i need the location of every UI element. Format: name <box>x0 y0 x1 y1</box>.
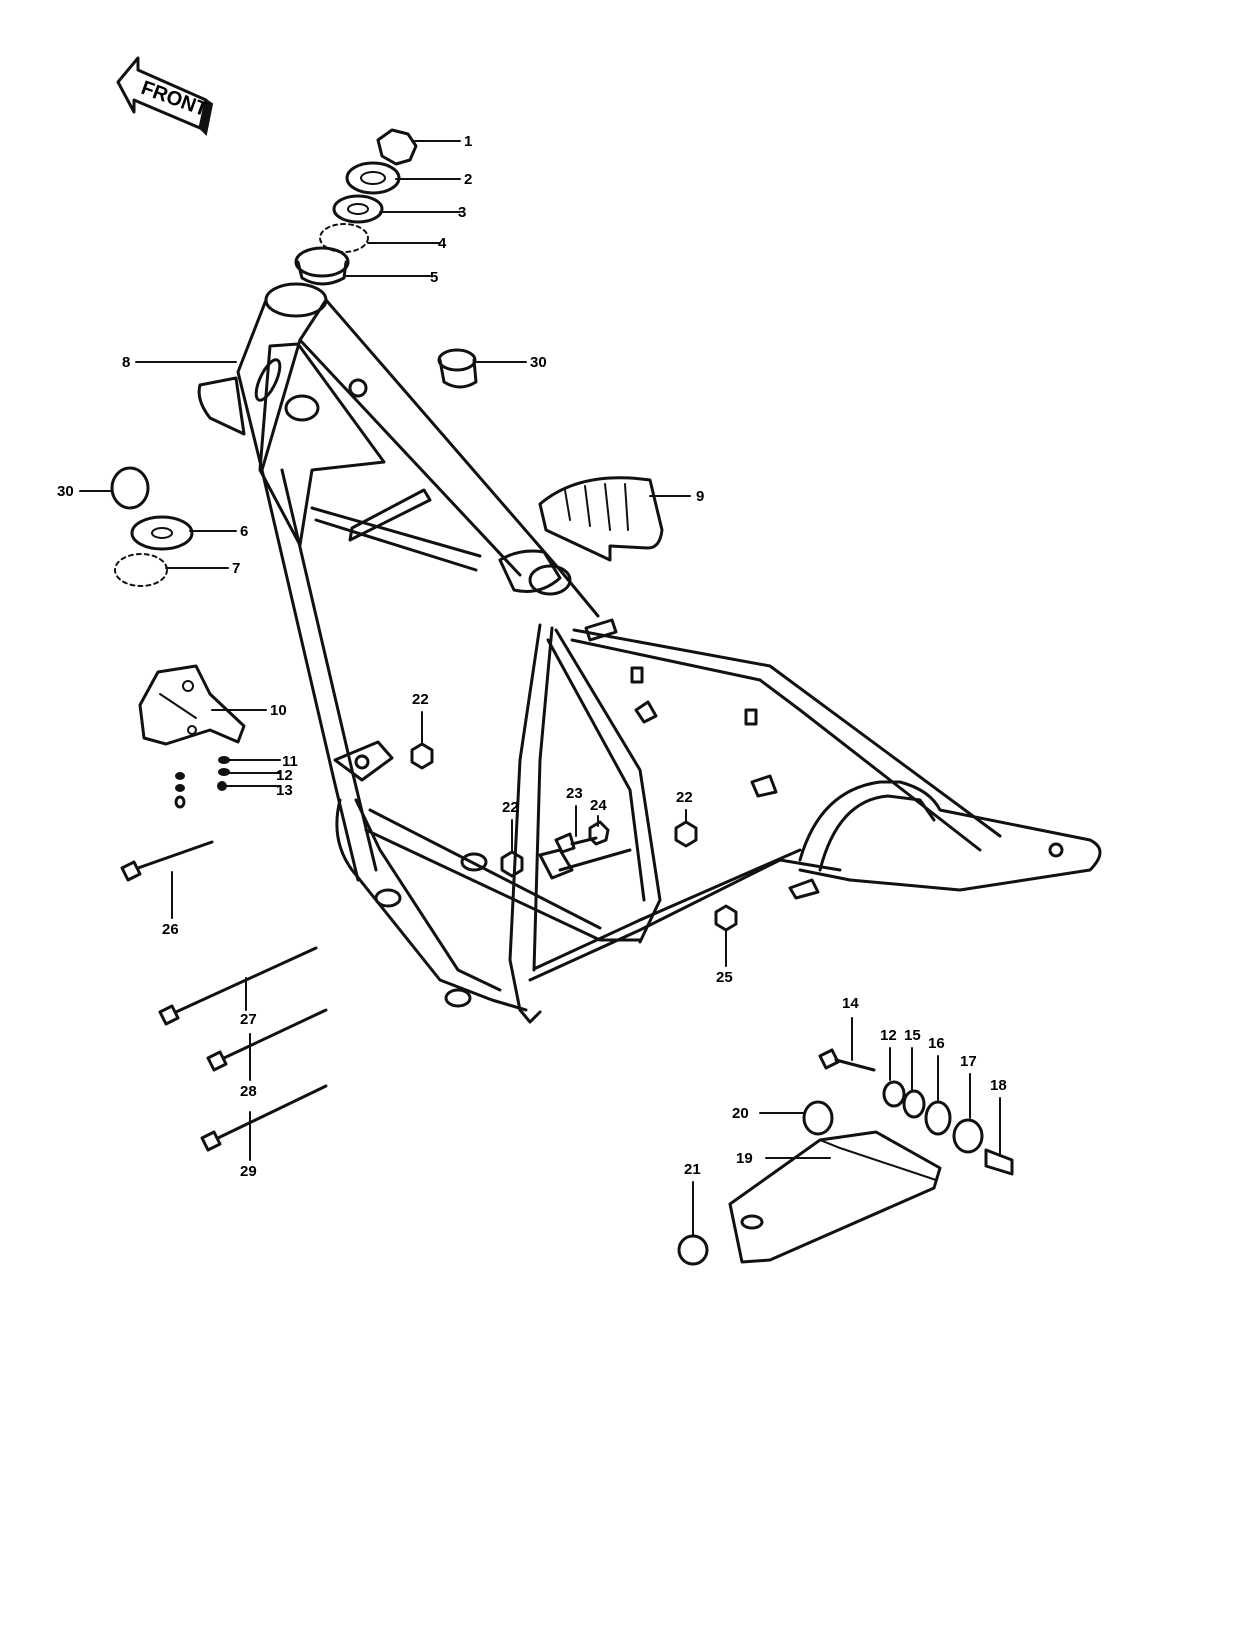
callout-4: 4 <box>438 235 447 252</box>
callout-19: 19 <box>736 1150 753 1167</box>
callout-9: 9 <box>696 488 704 505</box>
callout-12-right: 12 <box>880 1027 897 1044</box>
callout-29: 29 <box>240 1163 257 1180</box>
frame-body <box>197 282 1102 1024</box>
callout-12-left: 12 <box>276 767 293 784</box>
engine-mount-plate <box>138 664 246 746</box>
callout-30-upper: 30 <box>530 354 547 371</box>
front-direction-arrow: FRONT <box>116 56 214 137</box>
engine-mount-bolts <box>120 840 328 1152</box>
leader-lines <box>79 140 1001 1237</box>
callout-17: 17 <box>960 1053 977 1070</box>
callout-22-b: 22 <box>502 799 519 816</box>
steering-stem-nut <box>376 128 418 166</box>
ball-race-washer <box>332 194 384 224</box>
callout-8: 8 <box>122 354 130 371</box>
steel-balls-upper <box>319 223 369 253</box>
callout-6: 6 <box>240 523 248 540</box>
callout-13: 13 <box>276 782 293 799</box>
callout-22-a: 22 <box>412 691 429 708</box>
callout-23: 23 <box>566 785 583 802</box>
head-bearing-seal-upper <box>437 348 478 389</box>
callout-25: 25 <box>716 969 733 986</box>
callout-24: 24 <box>590 797 607 814</box>
upper-cone-race-inner <box>360 171 386 185</box>
callout-2: 2 <box>464 171 472 188</box>
dust-seal-washer-hole <box>151 527 173 539</box>
callout-11: 11 <box>282 753 298 770</box>
nuts-and-bolts-center <box>410 742 738 932</box>
outer-race-upper <box>294 246 350 286</box>
callout-28: 28 <box>240 1083 257 1100</box>
upper-cone-race <box>345 161 401 195</box>
rubber-cap <box>677 1234 709 1266</box>
callout-27: 27 <box>240 1011 257 1028</box>
ball-race-washer-hole <box>347 203 369 215</box>
plate-fasteners <box>174 756 230 809</box>
dust-seal-washer <box>130 515 194 551</box>
callout-10: 10 <box>270 702 287 719</box>
callout-1: 1 <box>464 133 472 150</box>
callout-3: 3 <box>458 204 466 221</box>
callout-labels: 1 2 3 4 5 30 8 30 6 7 9 10 11 12 13 22 2… <box>57 133 1007 1180</box>
callout-22-c: 22 <box>676 789 693 806</box>
callout-14: 14 <box>842 995 859 1012</box>
front-label: FRONT <box>138 77 210 121</box>
callout-18: 18 <box>990 1077 1007 1094</box>
callout-21: 21 <box>684 1161 701 1178</box>
callout-5: 5 <box>430 269 438 286</box>
tool-case <box>728 1130 942 1264</box>
callout-30-lower: 30 <box>57 483 74 500</box>
head-bearing-seal-lower <box>110 466 150 510</box>
steel-balls-lower <box>114 553 168 587</box>
callout-16: 16 <box>928 1035 945 1052</box>
callout-15: 15 <box>904 1027 921 1044</box>
callout-26: 26 <box>162 921 179 938</box>
fuel-tank-cushion <box>538 476 664 562</box>
callout-20: 20 <box>732 1105 749 1122</box>
callout-7: 7 <box>232 560 240 577</box>
rear-parts-group <box>802 1048 1014 1176</box>
